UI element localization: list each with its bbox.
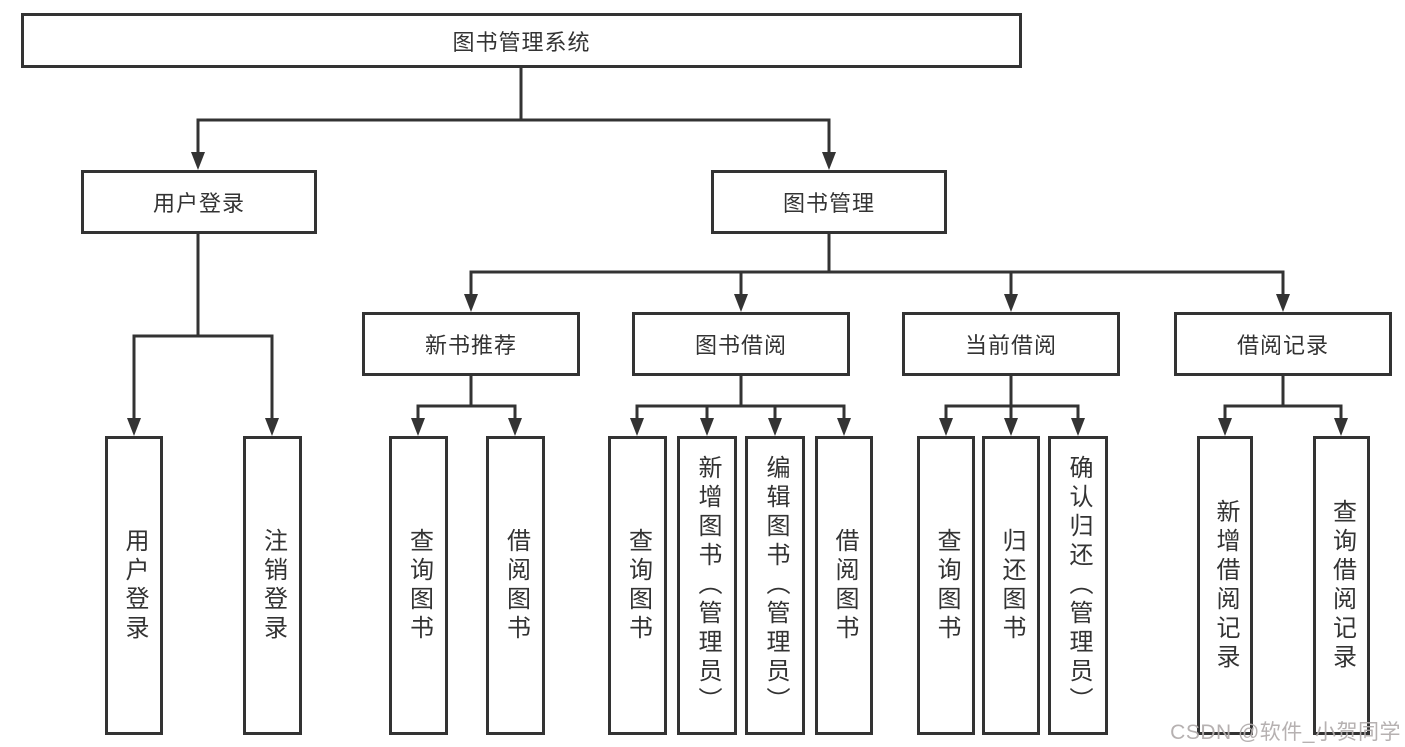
leaf-borrow-books-recommend-label: 借阅图书: [502, 527, 530, 644]
leaf-edit-book-admin-label: 编辑图书（管理员）: [762, 455, 789, 716]
leaf-query-books-borrowing: 查询图书: [608, 436, 667, 735]
leaf-add-borrow-record-label: 新增借阅记录: [1212, 498, 1239, 673]
node-book-management: 图书管理: [711, 170, 947, 234]
leaf-user-login-label: 用户登录: [121, 527, 148, 644]
leaf-confirm-return-admin-label: 确认归还（管理员）: [1065, 455, 1092, 716]
leaf-logout-label: 注销登录: [259, 527, 287, 644]
node-borrowing-records-label: 借阅记录: [1236, 333, 1329, 358]
leaf-borrow-books: 借阅图书: [815, 436, 873, 735]
csdn-watermark: CSDN @软件_小贺同学: [1170, 721, 1401, 744]
leaf-add-borrow-record: 新增借阅记录: [1197, 436, 1253, 735]
leaf-query-books-recommend: 查询图书: [389, 436, 448, 735]
leaf-query-books-recommend-label: 查询图书: [405, 527, 433, 644]
leaf-borrow-books-label: 借阅图书: [831, 527, 858, 644]
leaf-return-books-label: 归还图书: [998, 527, 1025, 644]
node-borrowing-records: 借阅记录: [1174, 312, 1392, 376]
leaf-query-borrow-record-label: 查询借阅记录: [1328, 498, 1356, 673]
node-new-book-recommend-label: 新书推荐: [424, 333, 517, 358]
node-book-management-label: 图书管理: [782, 191, 875, 216]
leaf-query-books-current-label: 查询图书: [933, 527, 960, 644]
leaf-query-books-borrowing-label: 查询图书: [624, 527, 652, 644]
leaf-query-borrow-record: 查询借阅记录: [1313, 436, 1370, 735]
connector-lines: [132, 66, 1343, 422]
node-book-borrowing-label: 图书借阅: [694, 333, 787, 358]
leaf-logout: 注销登录: [243, 436, 302, 735]
node-book-borrowing: 图书借阅: [632, 312, 850, 376]
node-library-system-label: 图书管理系统: [452, 29, 591, 55]
leaf-borrow-books-recommend: 借阅图书: [486, 436, 545, 735]
leaf-return-books: 归还图书: [982, 436, 1040, 735]
node-current-borrowing: 当前借阅: [902, 312, 1120, 376]
leaf-confirm-return-admin: 确认归还（管理员）: [1048, 436, 1108, 735]
leaf-add-book-admin-label: 新增图书（管理员）: [694, 455, 721, 716]
connector-arrowheads: [127, 152, 1348, 436]
leaf-user-login: 用户登录: [105, 436, 163, 735]
node-new-book-recommend: 新书推荐: [362, 312, 580, 376]
leaf-add-book-admin: 新增图书（管理员）: [677, 436, 737, 735]
node-library-system: 图书管理系统: [21, 13, 1022, 68]
leaf-edit-book-admin: 编辑图书（管理员）: [745, 436, 805, 735]
node-user-login-label: 用户登录: [152, 191, 245, 216]
node-user-login: 用户登录: [81, 170, 317, 234]
leaf-query-books-current: 查询图书: [917, 436, 975, 735]
node-current-borrowing-label: 当前借阅: [964, 333, 1057, 358]
